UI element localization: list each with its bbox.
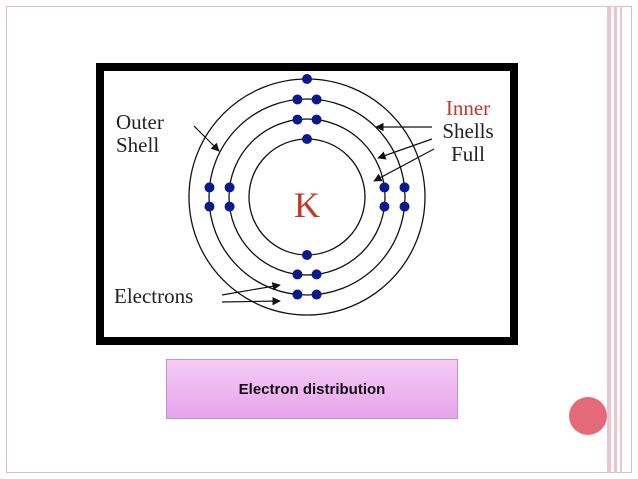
- electrons-arrow-2: [221, 296, 281, 306]
- electron-shell2-6: [224, 182, 235, 193]
- inner-shell-arrow-3: [373, 148, 435, 182]
- inner-shells-label-line2: Shells: [442, 119, 494, 143]
- inner-shells-label-line3: Full: [451, 142, 485, 166]
- electron-shell2-3: [311, 269, 322, 280]
- electron-shell2-1: [292, 114, 303, 125]
- electron-shell2-7: [379, 182, 390, 193]
- electron-shell1-1: [302, 134, 312, 144]
- atom-diagram-frame: K Outer Shell Inner Shells Full Electron…: [96, 63, 518, 345]
- decorative-dot: [569, 397, 607, 435]
- shell-3: [208, 98, 406, 296]
- electron-shell3-1: [292, 94, 303, 105]
- electron-shell1-2: [302, 250, 312, 260]
- electrons-arrow-1: [221, 282, 281, 296]
- electron-shell3-2: [311, 94, 322, 105]
- electrons-label: Electrons: [114, 284, 194, 308]
- electron-shell4-1: [302, 74, 312, 84]
- outer-shell-label-line1: Outer: [116, 110, 164, 134]
- inner-shells-label-line1: Inner: [445, 96, 491, 120]
- caption-text: Electron distribution: [238, 380, 386, 398]
- atom-diagram: K Outer Shell Inner Shells Full Electron…: [104, 71, 510, 337]
- electron-shell2-4: [292, 269, 303, 280]
- atom-diagram-svg: K: [188, 74, 435, 316]
- outer-shell-label-line2: Shell: [116, 133, 160, 157]
- nucleus-symbol: K: [294, 185, 320, 225]
- electron-shell2-5: [224, 201, 235, 212]
- electron-shell2-8: [379, 201, 390, 212]
- slide-border: [6, 6, 632, 473]
- outer-shell-label: Outer Shell: [116, 111, 164, 157]
- caption-box: Electron distribution: [166, 359, 458, 419]
- outer-shell-arrow: [193, 125, 220, 152]
- electron-shell2-2: [311, 114, 322, 125]
- inner-shells-label: Inner Shells Full: [434, 97, 502, 166]
- shell-2: [228, 118, 386, 276]
- decorative-stripes: [607, 6, 632, 473]
- inner-shell-arrow-2: [377, 138, 433, 160]
- electron-shell3-4: [292, 289, 303, 300]
- electron-shell3-7: [399, 182, 410, 193]
- electron-shell3-8: [399, 201, 410, 212]
- electron-shell3-3: [311, 289, 322, 300]
- electron-shell3-5: [204, 201, 215, 212]
- electron-shell3-6: [204, 182, 215, 193]
